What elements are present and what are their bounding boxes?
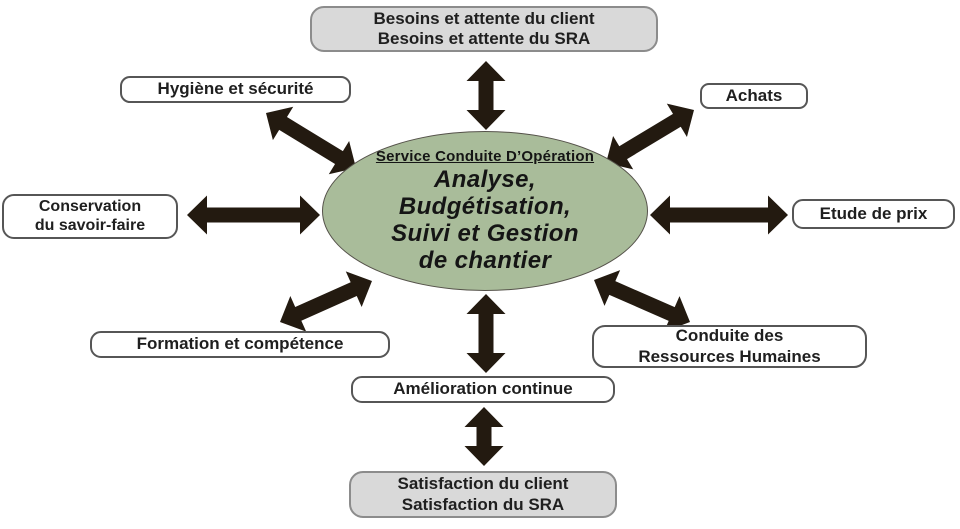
double-arrow-satisfaction [464, 407, 504, 466]
double-arrow-bottom [466, 294, 506, 373]
node-amelioration-continue: Amélioration continue [351, 376, 615, 403]
double-arrow-right [650, 195, 788, 235]
center-heading: Service Conduite D’Opération [375, 147, 595, 165]
double-arrow-left [187, 195, 320, 235]
node-etude-de-prix: Etude de prix [792, 199, 955, 229]
node-conservation-savoir-faire: Conservation du savoir-faire [2, 194, 178, 239]
center-body-text: Analyse, Budgétisation, Suivi et Gestion… [391, 165, 579, 275]
double-arrow-bottom-left [280, 271, 372, 332]
node-hygiene-securite: Hygiène et sécurité [120, 76, 351, 103]
node-achats: Achats [700, 83, 808, 109]
node-satisfaction-client-sra: Satisfaction du client Satisfaction du S… [349, 471, 617, 518]
node-besoins-client-sra: Besoins et attente du client Besoins et … [310, 6, 658, 52]
center-ellipse: Service Conduite D’Opération Analyse, Bu… [322, 131, 648, 291]
node-formation-competence: Formation et compétence [90, 331, 390, 358]
node-conduite-ressources-humaines: Conduite des Ressources Humaines [592, 325, 867, 368]
double-arrow-top [466, 61, 506, 130]
